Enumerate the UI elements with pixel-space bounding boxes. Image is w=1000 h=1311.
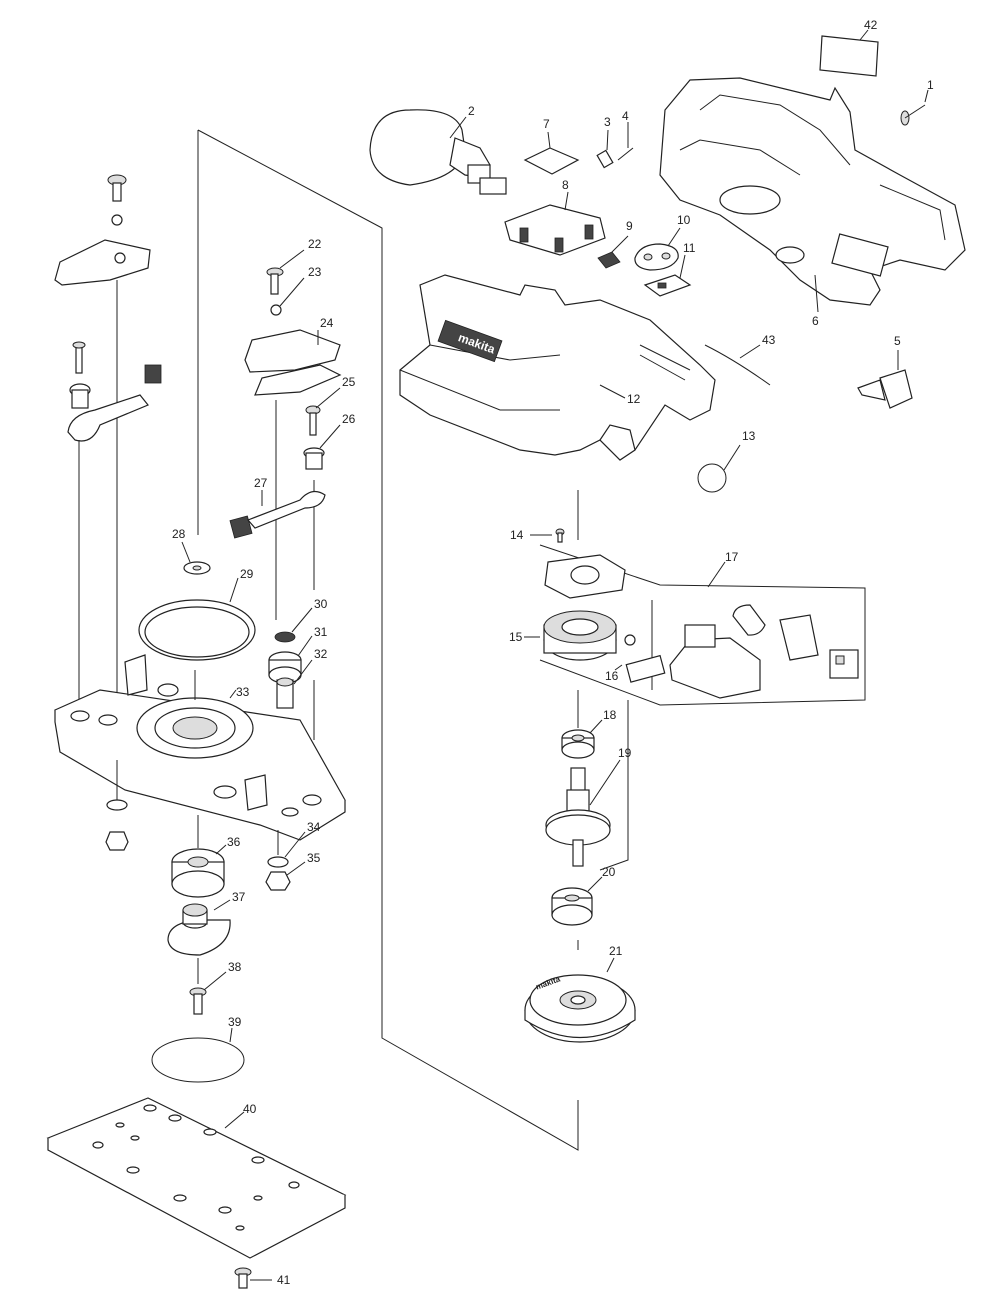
label-43: 43: [762, 333, 776, 347]
label-32: 32: [314, 647, 328, 661]
part-7: 7: [523, 117, 580, 175]
label-35: 35: [307, 851, 321, 865]
part-16: 16: [605, 634, 666, 683]
part-12-housing: makita 12: [399, 274, 716, 461]
part-4: 4: [617, 109, 634, 161]
label-2: 2: [468, 104, 475, 118]
part-13: 13: [697, 429, 756, 493]
part-42: 42: [819, 18, 879, 77]
part-3: 3: [596, 115, 614, 169]
part-21-fan: makita 21: [524, 944, 636, 1043]
label-27: 27: [254, 476, 268, 490]
part-top-screw: [107, 174, 127, 226]
label-36: 36: [227, 835, 241, 849]
label-3: 3: [604, 115, 611, 129]
label-25: 25: [342, 375, 356, 389]
part-left-lever: [67, 341, 162, 700]
part-2-knob: 2: [369, 104, 507, 195]
label-7: 7: [543, 117, 550, 131]
part-15-stator: 15: [509, 610, 617, 661]
label-37: 37: [232, 890, 246, 904]
part-33-base: 33: [54, 654, 346, 841]
part-38: 38: [189, 958, 242, 1015]
part-41: 41: [234, 1267, 291, 1289]
part-6-housing: 6: [659, 77, 966, 328]
label-10: 10: [677, 213, 691, 227]
label-8: 8: [562, 178, 569, 192]
label-16: 16: [605, 669, 619, 683]
label-4: 4: [622, 109, 629, 123]
part-left-bracket: [54, 239, 151, 700]
label-19: 19: [618, 746, 632, 760]
part-36: 36: [171, 815, 241, 898]
label-22: 22: [308, 237, 322, 251]
part-8: 8: [504, 178, 606, 256]
part-washer-left: [105, 760, 129, 851]
label-38: 38: [228, 960, 242, 974]
label-39: 39: [228, 1015, 242, 1029]
label-30: 30: [314, 597, 328, 611]
label-42: 42: [864, 18, 878, 32]
label-41: 41: [277, 1273, 291, 1287]
part-28: 28: [172, 527, 211, 575]
part-37: 37: [167, 890, 246, 956]
label-26: 26: [342, 412, 356, 426]
part-10: 10: [634, 213, 691, 271]
label-20: 20: [602, 865, 616, 879]
part-35: 35: [265, 851, 321, 891]
label-23: 23: [308, 265, 322, 279]
label-1: 1: [927, 78, 934, 92]
label-5: 5: [894, 334, 901, 348]
part-34: 34: [267, 820, 321, 868]
label-28: 28: [172, 527, 186, 541]
label-12: 12: [627, 392, 641, 406]
label-24: 24: [320, 316, 334, 330]
part-43: 43: [704, 333, 776, 386]
part-30: 30: [274, 597, 328, 643]
part-26: 26: [303, 412, 356, 590]
part-27: 27: [229, 476, 326, 539]
part-17-components: [669, 604, 859, 699]
part-23: 23: [270, 265, 322, 316]
label-33: 33: [236, 685, 250, 699]
label-21: 21: [609, 944, 623, 958]
part-29: 29: [138, 567, 256, 661]
label-9: 9: [626, 219, 633, 233]
part-39: 39: [151, 1015, 245, 1083]
label-15: 15: [509, 630, 523, 644]
part-11: 11: [643, 241, 696, 297]
part-14: 14: [510, 528, 565, 543]
label-31: 31: [314, 625, 328, 639]
part-31: 31: [268, 625, 328, 684]
part-17-plate: 17: [544, 550, 739, 599]
part-5: 5: [857, 334, 913, 409]
label-11: 11: [683, 241, 696, 255]
label-18: 18: [603, 708, 617, 722]
part-40-pad: 40: [46, 1097, 347, 1259]
label-29: 29: [240, 567, 254, 581]
label-17: 17: [725, 550, 739, 564]
part-20: 20: [551, 865, 616, 926]
part-24: 24: [244, 316, 342, 620]
label-34: 34: [307, 820, 321, 834]
label-14: 14: [510, 528, 524, 542]
part-18: 18: [561, 690, 617, 759]
part-22: 22: [266, 237, 322, 295]
part-1: 1: [900, 78, 934, 126]
label-6: 6: [812, 314, 819, 328]
part-19-rotor: 19: [545, 746, 632, 867]
part-25: 25: [305, 375, 356, 436]
assembly-frame-lines: [197, 129, 866, 1151]
part-9: 9: [597, 219, 633, 269]
label-40: 40: [243, 1102, 257, 1116]
label-13: 13: [742, 429, 756, 443]
